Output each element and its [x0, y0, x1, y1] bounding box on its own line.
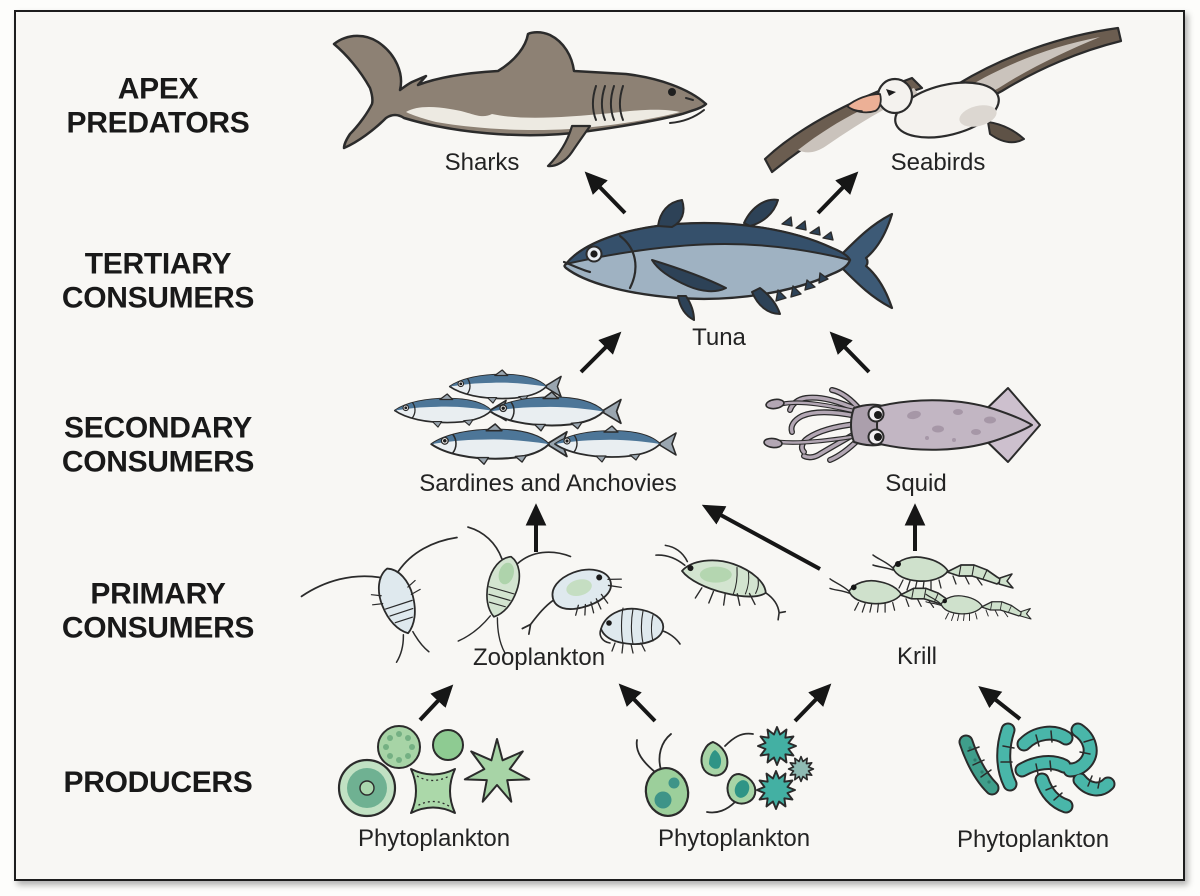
seabirds-illustration — [763, 26, 1123, 174]
squid-label: Squid — [885, 470, 947, 497]
sharks-illustration — [332, 31, 708, 168]
arrow-phytoplankton-left-to-zooplankton — [418, 684, 454, 722]
squid-illustration — [763, 387, 1041, 463]
level-label-apex-predators: APEX PREDATORS — [66, 72, 250, 139]
phytoplankton-middle-illustration — [635, 726, 815, 817]
level-label-secondary-consumers: SECONDARY CONSUMERS — [61, 411, 255, 478]
sharks-label: Sharks — [444, 149, 520, 176]
phytoplankton-middle-label: Phytoplankton — [657, 825, 811, 852]
arrow-krill-to-sardines — [701, 504, 821, 571]
tuna-illustration — [562, 198, 894, 321]
krill-label: Krill — [897, 643, 937, 670]
arrow-phytoplankton-middle-to-zooplankton — [618, 683, 657, 723]
arrow-phytoplankton-middle-to-krill — [793, 683, 832, 723]
zooplankton-label: Zooplankton — [472, 644, 606, 671]
seabirds-label: Seabirds — [890, 149, 986, 176]
phytoplankton-right-label: Phytoplankton — [956, 826, 1110, 853]
arrow-squid-to-tuna — [829, 331, 871, 374]
level-label-producers: PRODUCERS — [63, 766, 253, 800]
arrow-sardines-to-tuna — [579, 331, 622, 374]
level-label-tertiary-consumers: TERTIARY CONSUMERS — [61, 247, 255, 314]
tuna-label: Tuna — [692, 324, 746, 351]
arrow-tuna-to-sharks — [584, 171, 627, 215]
phytoplankton-left-illustration — [337, 725, 531, 818]
arrow-tuna-to-seabirds — [816, 171, 859, 215]
sardines-illustration — [393, 369, 677, 466]
arrow-phytoplankton-right-to-krill — [978, 686, 1022, 721]
krill-illustration — [829, 554, 1032, 622]
phytoplankton-left-label: Phytoplankton — [357, 825, 511, 852]
zooplankton-illustration — [300, 526, 787, 663]
sardines-label: Sardines and Anchovies — [419, 470, 677, 497]
level-label-primary-consumers: PRIMARY CONSUMERS — [61, 577, 255, 644]
phytoplankton-right-illustration — [958, 722, 1116, 814]
